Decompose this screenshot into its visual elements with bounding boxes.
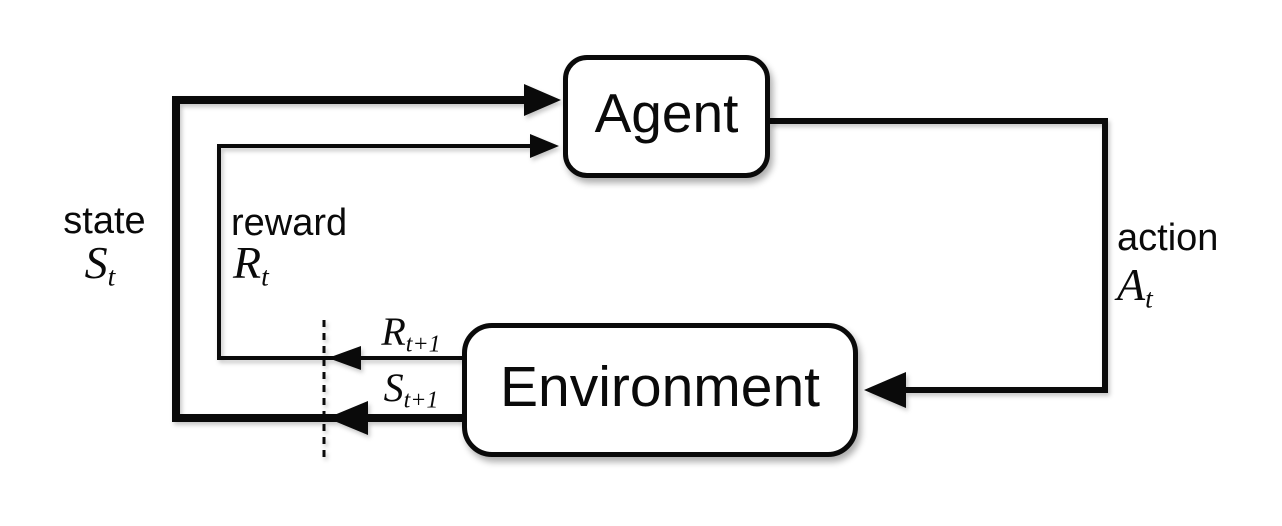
next-reward-symbol: Rt+1 [355,309,467,357]
next-reward-symbol-base: R [381,309,406,354]
state-symbol-base: S [84,237,108,288]
state-arrowhead-into-agent [524,84,561,116]
agent-node: Agent [563,55,770,178]
next-reward-arrowhead [328,346,361,370]
action-symbol: At [1117,259,1153,313]
state-label: state [63,200,146,242]
next-state-symbol: St+1 [355,365,467,413]
environment-node-label: Environment [500,354,820,419]
action-line [770,118,1108,393]
state-loop-line [172,96,545,422]
action-symbol-base: A [1117,259,1146,310]
action-arrowhead-into-environment [864,372,906,408]
environment-node: Environment [462,323,858,457]
next-reward-symbol-subscript: t+1 [405,331,441,358]
action-label: action [1117,217,1219,259]
state-symbol: St [50,237,150,291]
agent-node-label: Agent [594,82,739,144]
reward-arrowhead-into-agent [530,134,559,158]
next-state-symbol-subscript: t+1 [403,387,439,414]
state-symbol-subscript: t [107,260,116,292]
next-state-arrowhead [327,401,368,435]
reward-symbol: Rt [233,237,269,291]
action-symbol-subscript: t [1145,282,1153,314]
next-state-symbol-base: S [383,365,404,410]
reward-label: reward [231,202,348,244]
reward-symbol-base: R [233,237,262,288]
reward-symbol-subscript: t [261,260,269,292]
